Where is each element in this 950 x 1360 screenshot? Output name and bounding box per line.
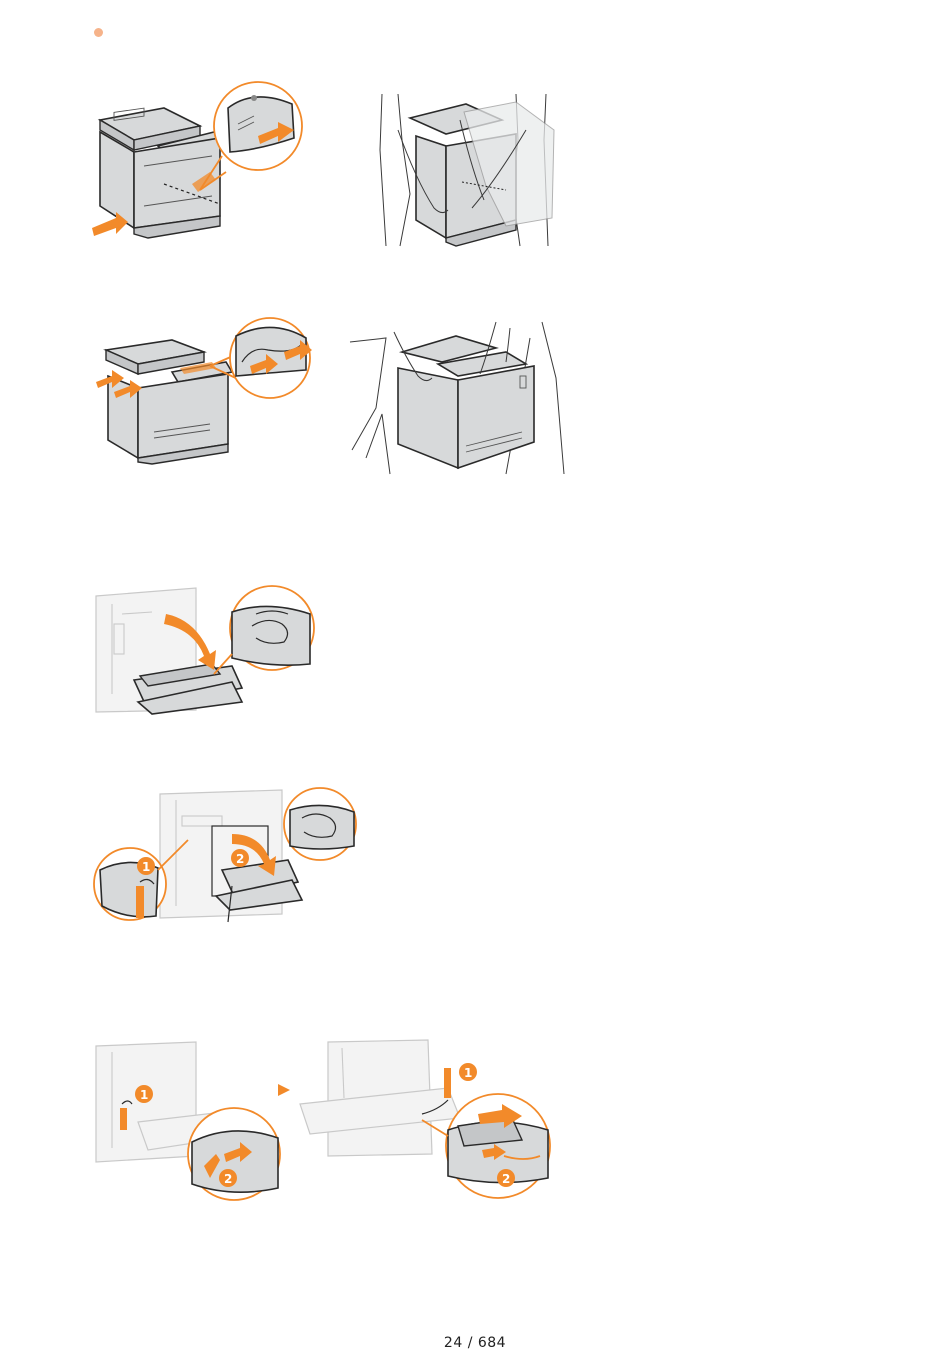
page-total: 684 xyxy=(478,1335,506,1351)
step-badge-1: 1 xyxy=(142,860,150,874)
step-badge-1-right: 1 xyxy=(464,1066,472,1080)
figure-remove-packing: 1 2 1 2 xyxy=(92,1038,557,1203)
page-separator: / xyxy=(468,1335,473,1351)
figure-open-cover xyxy=(92,584,317,719)
triangle-right-icon xyxy=(278,1084,290,1096)
step-badge-1-left: 1 xyxy=(140,1088,148,1102)
bullet-dot xyxy=(94,28,103,37)
page-current: 24 xyxy=(444,1335,463,1351)
figure-lifting-printer-top xyxy=(376,90,566,250)
step-badge-2: 2 xyxy=(236,852,244,866)
figure-printer-handles-left xyxy=(88,86,313,246)
step-badge-2-left: 2 xyxy=(224,1172,232,1186)
figure-release-lever: 2 1 xyxy=(92,786,362,934)
page-number: 24 / 684 xyxy=(0,1335,950,1351)
figure-lifting-printer-bottom xyxy=(346,318,574,478)
figure-printer-handles-right xyxy=(92,316,317,466)
step-badge-2-right: 2 xyxy=(502,1172,510,1186)
